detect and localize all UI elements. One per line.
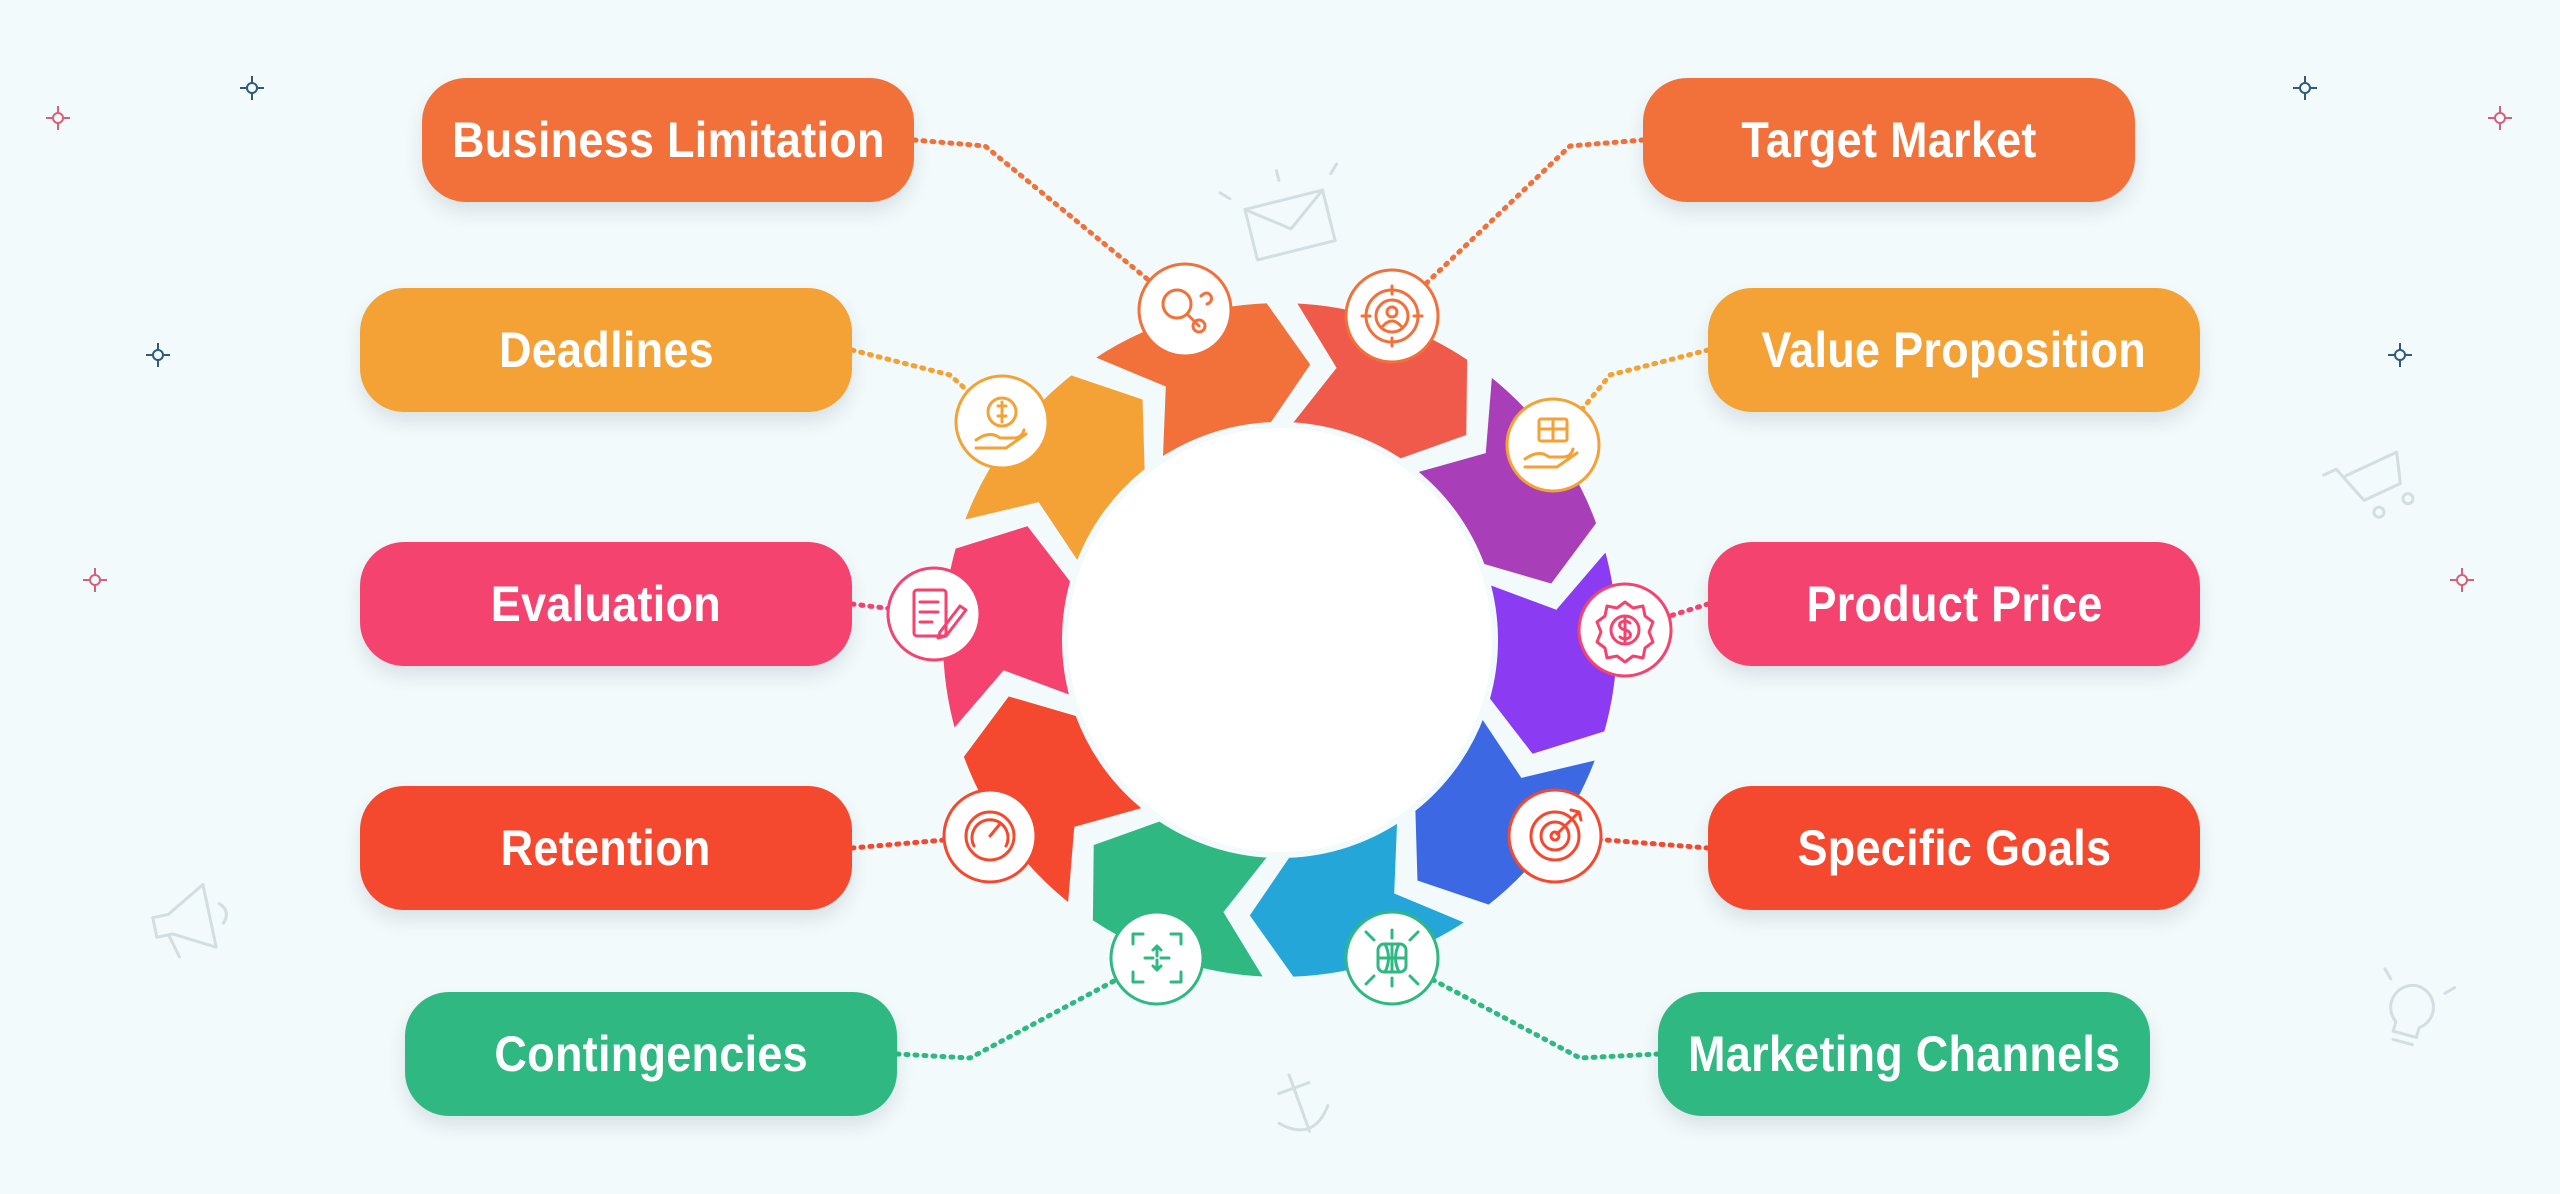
- target-audience-icon: [1344, 268, 1440, 364]
- connector-right-1: [1389, 137, 1646, 319]
- sparkle-icon: [83, 568, 107, 592]
- hand-gift-icon: [1505, 397, 1601, 493]
- ring-segment-9: [955, 368, 1151, 574]
- label-pill-left-4: Retention: [360, 786, 852, 910]
- ring-segment-8: [937, 519, 1078, 740]
- label-text: Marketing Channels: [1687, 1026, 2121, 1082]
- label-text: Target Market: [1741, 112, 2037, 168]
- label-pill-right-2: Value Proposition: [1708, 288, 2200, 412]
- label-text: Deadlines: [498, 322, 714, 378]
- anchor-icon: [1277, 1073, 1330, 1133]
- checklist-pen-icon: [886, 566, 982, 662]
- label-pill-right-1: Target Market: [1643, 78, 2135, 202]
- background-decorations: [46, 76, 2512, 1133]
- connector-left-5: [894, 955, 1160, 1061]
- label-text: Product Price: [1805, 576, 2103, 632]
- connector-left-1: [911, 137, 1188, 313]
- label-pill-left-3: Evaluation: [360, 542, 852, 666]
- gauge-icon: [942, 788, 1038, 884]
- cart-icon: [2322, 450, 2415, 519]
- ring-center: [1068, 428, 1492, 852]
- sparkle-icon: [2293, 76, 2317, 100]
- label-text: Value Proposition: [1761, 322, 2147, 378]
- label-text: Evaluation: [490, 576, 722, 632]
- label-text: Business Limitation: [451, 112, 885, 168]
- sparkle-icon: [46, 106, 70, 130]
- idea-search-icon: [1137, 262, 1233, 358]
- sparkle-icon: [2488, 106, 2512, 130]
- label-pill-left-5: Contingencies: [405, 992, 897, 1116]
- label-pill-right-3: Product Price: [1708, 542, 2200, 666]
- cycle-ring: [937, 297, 1623, 983]
- bullseye-icon: [1507, 788, 1603, 884]
- price-badge-icon: [1577, 582, 1673, 678]
- sparkle-icon: [240, 76, 264, 100]
- network-globe-icon: [1344, 910, 1440, 1006]
- label-pill-left-1: Business Limitation: [422, 78, 914, 202]
- sparkle-icon: [2450, 568, 2474, 592]
- label-pill-right-4: Specific Goals: [1708, 786, 2200, 910]
- megaphone-icon: [151, 883, 228, 959]
- ring-icons: [886, 262, 1673, 1006]
- label-text: Specific Goals: [1797, 820, 2111, 876]
- connector-right-5: [1389, 955, 1661, 1061]
- hand-money-icon: [954, 374, 1050, 470]
- sparkle-icon: [2388, 343, 2412, 367]
- label-pill-left-2: Deadlines: [360, 288, 852, 412]
- focus-arrows-icon: [1109, 910, 1205, 1006]
- label-text: Retention: [501, 820, 711, 876]
- envelope-icon: [1218, 162, 1339, 262]
- label-pill-right-5: Marketing Channels: [1658, 992, 2150, 1116]
- label-text: Contingencies: [494, 1026, 808, 1082]
- sparkle-icon: [146, 343, 170, 367]
- lightbulb-icon: [2383, 967, 2457, 1047]
